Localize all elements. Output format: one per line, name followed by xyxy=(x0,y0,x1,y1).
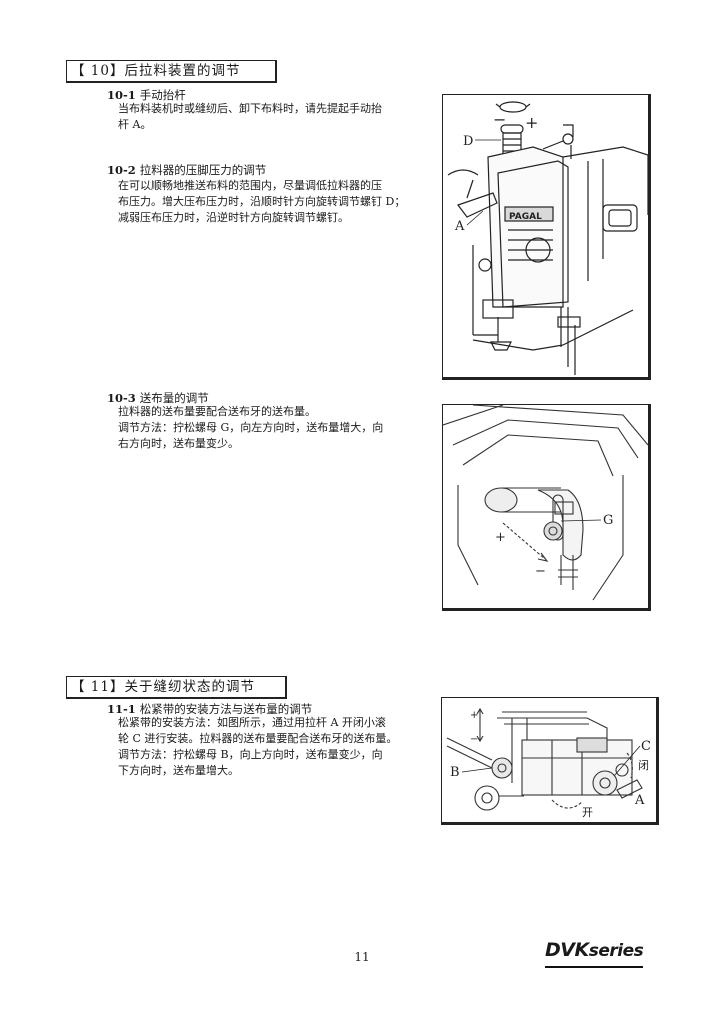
text-line: 调节方法：拧松螺母 B，向上方向时，送布量变少，向 xyxy=(118,748,383,761)
text-line: 当布料装机时或缝纫后、卸下布料时，请先提起手动抬 xyxy=(118,102,382,115)
brand-suffix: series xyxy=(588,941,644,961)
feed-adjust-illustration: G + − xyxy=(443,405,648,601)
section-10-heading: 【 10】后拉料装置的调节 xyxy=(66,60,277,83)
label-open: 开 xyxy=(582,806,593,819)
figure-feed-adjustment: G + − xyxy=(442,404,651,611)
brand-name: DVK xyxy=(545,939,589,961)
item-number: 10-2 xyxy=(107,163,136,177)
item-10-1-body: 当布料装机时或缝纫后、卸下布料时，请先提起手动抬 杆 A。 xyxy=(118,101,436,133)
label-b: B xyxy=(450,765,460,780)
text-line: 减弱压布压力时，沿逆时针方向旋转调节螺钉。 xyxy=(118,211,349,224)
item-title: 拉料器的压脚压力的调节 xyxy=(139,163,267,177)
label-d: D xyxy=(463,134,473,149)
text-line: 在可以顺畅地推送布料的范围内，尽量调低拉料器的压 xyxy=(118,179,382,192)
brand-underline xyxy=(545,966,643,968)
figure-elastic-installation: B C 闭 A 开 + − xyxy=(441,697,659,825)
label-g: G xyxy=(603,513,613,528)
label-a: A xyxy=(454,219,465,234)
item-10-1-heading: 10-1 手动抬杆 xyxy=(107,87,186,103)
text-line: 调节方法：拧松螺母 G，向左方向时，送布量增大，向 xyxy=(118,421,384,434)
item-title: 手动抬杆 xyxy=(139,88,186,102)
text-line: 拉料器的送布量要配合送布牙的送布量。 xyxy=(118,405,316,418)
brand-logo: DVKseries xyxy=(545,939,644,961)
puller-illustration: D A − + PAGAL xyxy=(447,101,648,375)
label-close: 闭 xyxy=(638,759,649,772)
label-plus: + xyxy=(470,710,478,721)
item-11-1-heading: 11-1 松紧带的安装方法与送布量的调节 xyxy=(107,701,312,717)
text-line: 杆 A。 xyxy=(118,118,152,131)
text-line: 松紧带的安装方法：如图所示，通过用拉杆 A 开闭小滚 xyxy=(118,716,386,729)
item-number: 11-1 xyxy=(107,702,136,716)
label-minus: − xyxy=(493,110,506,129)
item-11-1-body: 松紧带的安装方法：如图所示，通过用拉杆 A 开闭小滚 轮 C 进行安装。拉料器的… xyxy=(118,715,436,779)
figure-puller-lift-lever: D A − + PAGAL xyxy=(442,94,651,380)
item-title: 送布量的调节 xyxy=(139,391,209,405)
text-line: 右方向时，送布量变少。 xyxy=(118,437,239,450)
item-10-3-body: 拉料器的送布量要配合送布牙的送布量。 调节方法：拧松螺母 G，向左方向时，送布量… xyxy=(118,404,436,452)
text-line: 布压力。增大压布压力时，沿顺时针方向旋转调节螺钉 D； xyxy=(118,195,406,208)
item-number: 10-3 xyxy=(107,391,136,405)
label-plus: + xyxy=(495,530,506,545)
item-10-3-heading: 10-3 送布量的调节 xyxy=(107,390,209,406)
label-a: A xyxy=(634,793,645,808)
item-title: 松紧带的安装方法与送布量的调节 xyxy=(139,702,313,716)
text-line: 下方向时，送布量增大。 xyxy=(118,764,239,777)
item-10-2-body: 在可以顺畅地推送布料的范围内，尽量调低拉料器的压 布压力。增大压布压力时，沿顺时… xyxy=(118,178,436,226)
elastic-illustration: B C 闭 A 开 + − xyxy=(446,707,651,819)
brand-plate-text: PAGAL xyxy=(509,212,542,222)
item-10-2-heading: 10-2 拉料器的压脚压力的调节 xyxy=(107,162,266,178)
item-number: 10-1 xyxy=(107,88,136,102)
page-number: 11 xyxy=(354,950,370,964)
text-line: 轮 C 进行安装。拉料器的送布量要配合送布牙的送布量。 xyxy=(118,732,398,745)
section-11-heading: 【 11】关于缝纫状态的调节 xyxy=(66,676,287,699)
label-minus: − xyxy=(535,564,546,579)
label-minus: − xyxy=(470,734,478,745)
label-c: C xyxy=(641,739,651,754)
label-plus: + xyxy=(525,113,538,132)
